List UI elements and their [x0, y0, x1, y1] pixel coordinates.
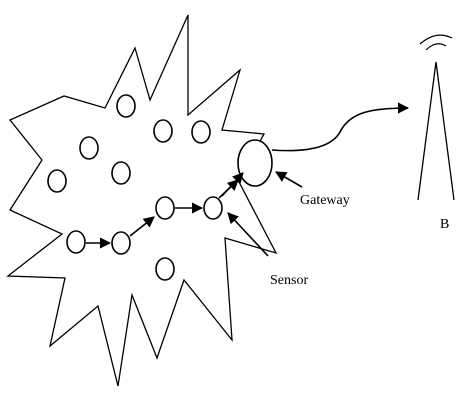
sensor-node	[116, 94, 136, 118]
uplink-arrow	[271, 102, 410, 152]
sensor-node	[191, 120, 211, 144]
gateway-label: Gateway	[300, 193, 350, 208]
sensor-node	[47, 169, 67, 193]
sensor-node	[153, 119, 173, 143]
sensor-node	[111, 231, 131, 255]
sensor-nodes	[47, 94, 223, 281]
sensor-label: Sensor	[270, 273, 308, 288]
routing-path	[86, 172, 244, 249]
sensor-node	[79, 136, 99, 160]
sensor-pointer-arrow	[227, 212, 269, 257]
route-hop-arrow	[221, 172, 244, 197]
gateway-node	[237, 139, 273, 187]
sensor-node	[155, 257, 175, 281]
sensor-node	[111, 161, 131, 185]
sensor-node	[66, 230, 86, 254]
gateway-pointer-arrow	[275, 171, 303, 188]
sensor-node	[203, 196, 223, 220]
route-hop-arrow	[129, 216, 155, 237]
sensor-node	[155, 196, 175, 220]
base-station-label: B	[440, 217, 449, 232]
sensor-field-boundary	[6, 14, 278, 387]
antenna-tower-icon	[417, 34, 455, 201]
